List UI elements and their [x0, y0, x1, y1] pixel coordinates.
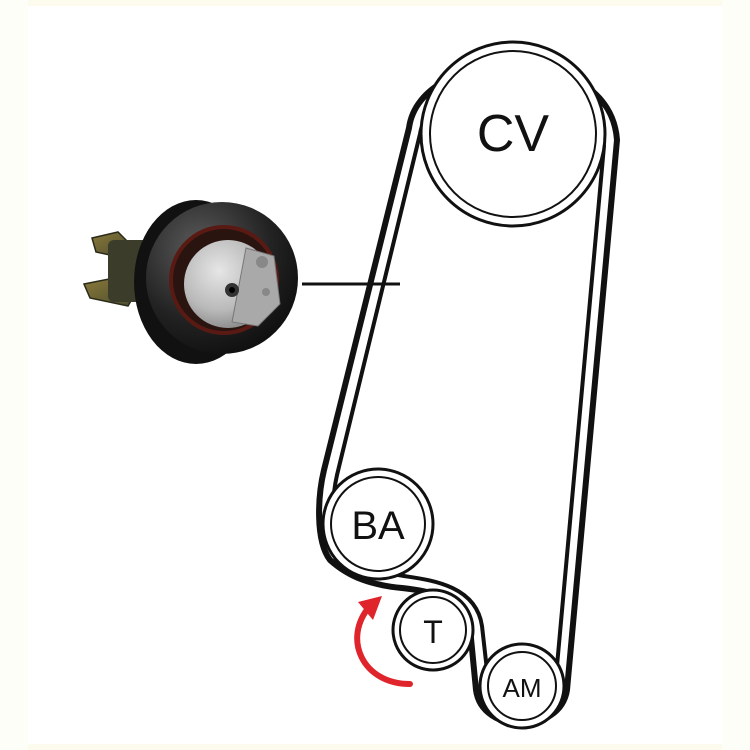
page-top-edge	[0, 0, 750, 6]
page-right-edge	[722, 0, 750, 750]
t-pulley: T	[391, 588, 475, 672]
rotation-arrow-icon	[354, 596, 413, 687]
page-bottom-edge	[0, 744, 750, 750]
page-left-edge	[0, 0, 28, 750]
ba-pulley: BA	[321, 467, 435, 581]
am-pulley: AM	[478, 642, 566, 730]
am-label: AM	[503, 673, 542, 703]
cv-label: CV	[477, 105, 550, 163]
tensioner-pulley-photo-icon	[82, 200, 298, 364]
t-label: T	[423, 614, 443, 650]
ba-label: BA	[351, 504, 405, 548]
cv-pulley: CV	[419, 40, 607, 228]
